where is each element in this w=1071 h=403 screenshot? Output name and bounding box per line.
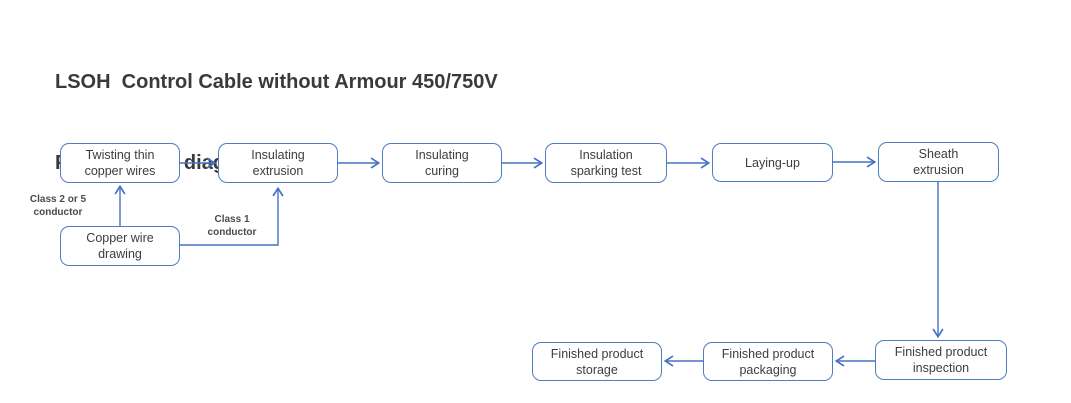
label-class-2-or-5-conductor: Class 2 or 5 conductor (29, 194, 87, 218)
node-finished-product-storage: Finished product storage (532, 342, 662, 381)
diagram-title-line1: LSOH Control Cable without Armour 450/75… (55, 71, 498, 93)
node-insulation-sparking-test: Insulation sparking test (545, 143, 667, 183)
node-sheath-extrusion: Sheath extrusion (878, 142, 999, 182)
label-class-1-conductor: Class 1 conductor (207, 214, 257, 238)
diagram-title: LSOH Control Cable without Armour 450/75… (55, 15, 498, 231)
node-twisting-thin-copper-wires: Twisting thin copper wires (60, 143, 180, 183)
node-insulating-curing: Insulating curing (382, 143, 502, 183)
node-finished-product-packaging: Finished product packaging (703, 342, 833, 381)
node-copper-wire-drawing: Copper wire drawing (60, 226, 180, 266)
node-insulating-extrusion: Insulating extrusion (218, 143, 338, 183)
node-laying-up: Laying-up (712, 143, 833, 182)
node-finished-product-inspection: Finished product inspection (875, 340, 1007, 380)
